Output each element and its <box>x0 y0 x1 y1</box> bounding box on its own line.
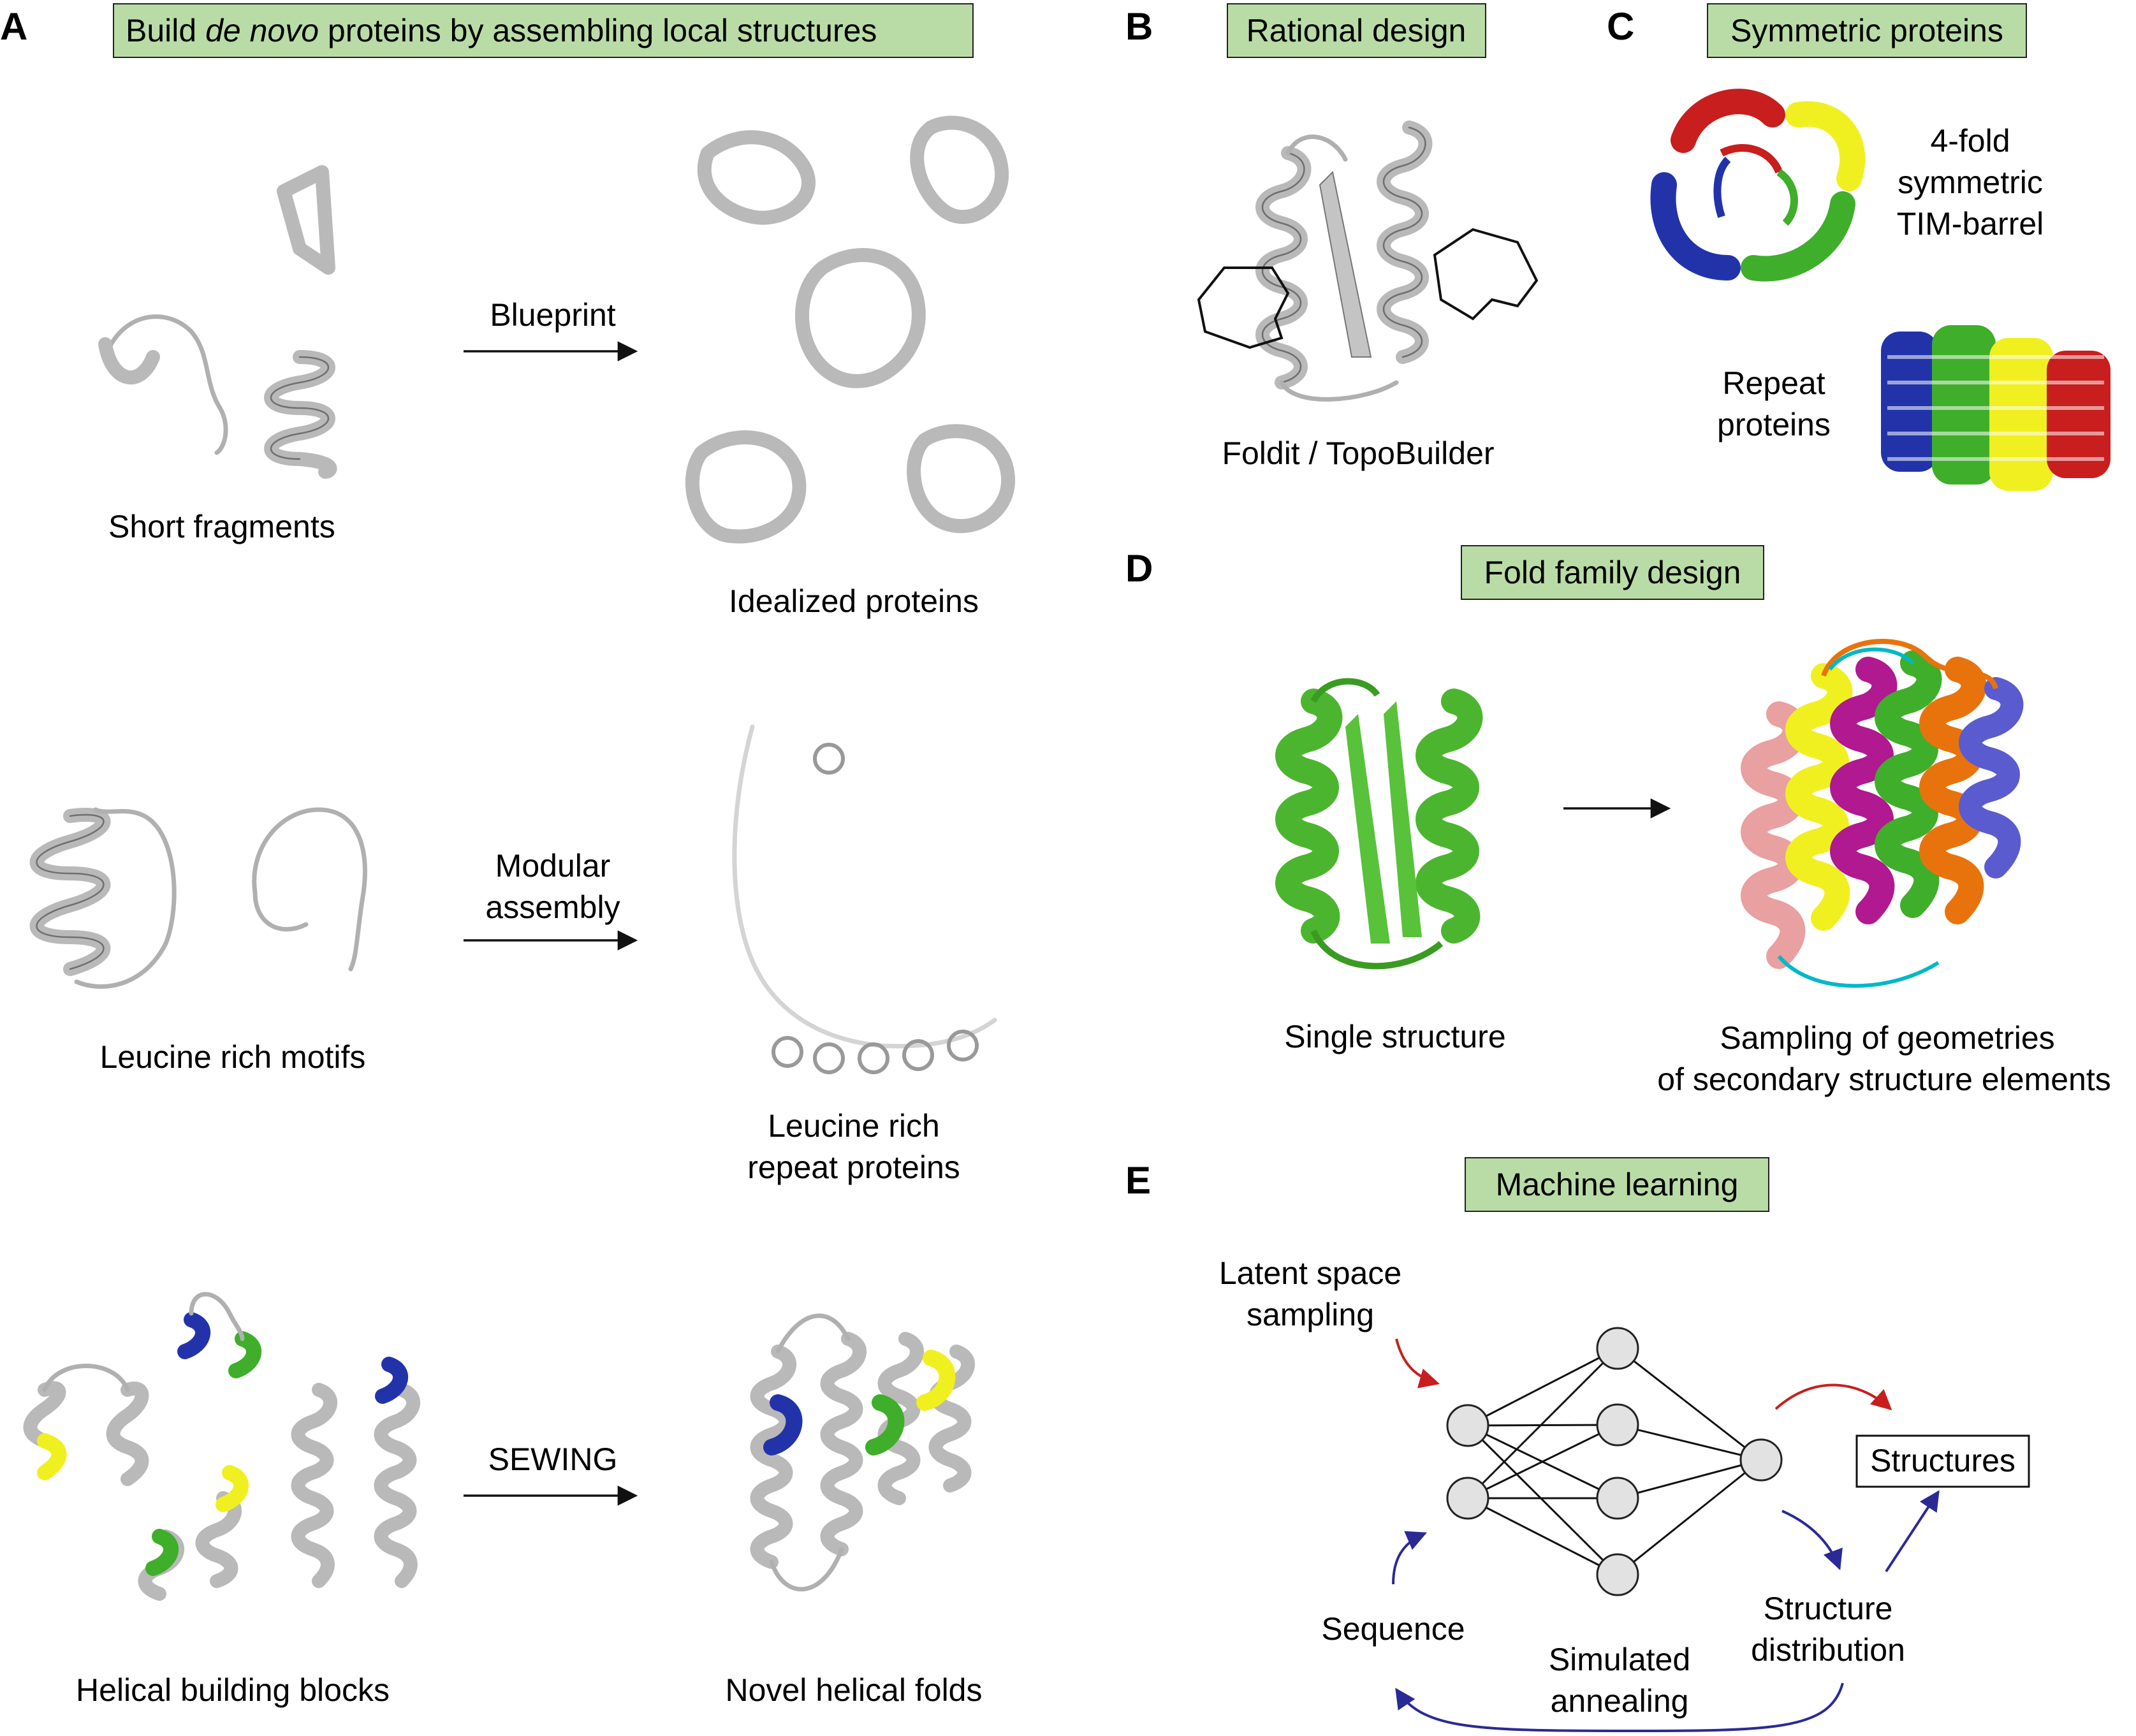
modular-label-line2: assembly <box>485 889 620 925</box>
tim-barrel-label-line1: 4-fold <box>1930 123 2010 159</box>
input-node-2 <box>1446 1477 1489 1520</box>
leucine-rich-repeat-label-line2: repeat proteins <box>747 1149 960 1185</box>
output-to-distribution-arrow <box>1781 1510 1843 1570</box>
output-to-structures-arrow <box>1774 1383 1892 1411</box>
structure-distribution-label-line2: distribution <box>1751 1632 1905 1668</box>
repeat-proteins-illustration <box>1881 325 2110 491</box>
latent-space-label-line1: Latent space <box>1219 1255 1401 1291</box>
leucine-rich-repeat-label-line1: Leucine rich <box>768 1108 940 1144</box>
blueprint-label: Blueprint <box>490 297 615 333</box>
helical-building-blocks-illustration <box>23 1292 421 1601</box>
short-fragments-illustration <box>98 165 337 479</box>
simulated-annealing-label-line2: annealing <box>1551 1683 1689 1719</box>
sequence-label: Sequence <box>1321 1611 1465 1647</box>
sampled-geometries-label-line2: of secondary structure elements <box>1657 1061 2110 1097</box>
idealized-proteins-label: Idealized proteins <box>729 583 979 619</box>
repeat-proteins-label-line1: Repeat <box>1722 365 1825 401</box>
panel-d-letter: D <box>1125 547 1153 590</box>
panel-e-title: Machine learning <box>1496 1167 1739 1202</box>
panel-c-title-box <box>1707 3 2027 58</box>
neural-network <box>1446 1327 1783 1596</box>
tim-barrel-label-line2: symmetric <box>1898 164 2043 200</box>
sewing-label: SEWING <box>488 1441 618 1477</box>
single-structure-label: Single structure <box>1284 1019 1505 1054</box>
panel-b-title: Rational design <box>1247 13 1467 48</box>
panel-d: D Fold family design Single structure Sa… <box>1125 545 2111 1097</box>
input-node-1 <box>1446 1404 1489 1447</box>
hidden-node-2 <box>1596 1403 1639 1447</box>
sampled-geometries-label-line1: Sampling of geometries <box>1720 1020 2054 1056</box>
tim-barrel-label-line3: TIM-barrel <box>1897 206 2044 242</box>
structures-box <box>1855 1434 2030 1488</box>
simulated-annealing-arrow <box>1395 1682 1844 1733</box>
simulated-annealing-label-line1: Simulated <box>1549 1642 1690 1677</box>
leucine-rich-motifs-illustration <box>29 807 367 989</box>
latent-input-arrow <box>1395 1338 1440 1389</box>
short-fragments-label: Short fragments <box>108 509 335 544</box>
tim-barrel-illustration <box>1650 89 1866 282</box>
repeat-proteins-label-line2: proteins <box>1717 407 1831 442</box>
sequence-to-network-arrow <box>1392 1531 1427 1585</box>
structures-label: Structures <box>1870 1443 2015 1478</box>
panel-a: A Build de novo proteins by assembling l… <box>0 3 1016 1708</box>
panel-d-title-box <box>1461 545 1764 600</box>
panel-c-letter: C <box>1607 5 1634 48</box>
output-node <box>1739 1438 1783 1482</box>
novel-helical-folds-illustration <box>750 1313 976 1592</box>
helical-building-blocks-label: Helical building blocks <box>76 1672 390 1708</box>
panel-a-title-start: Build <box>126 13 205 48</box>
panel-b: B Rational design Foldit / TopoBuilder <box>1125 3 1539 471</box>
panel-a-title: Build de novo proteins by assembling loc… <box>126 13 877 48</box>
panel-b-title-box <box>1227 3 1486 58</box>
foldit-topobuilder-label: Foldit / TopoBuilder <box>1222 435 1494 471</box>
panel-a-title-italic: de novo <box>205 13 319 48</box>
panel-e-title-box <box>1465 1157 1769 1212</box>
modular-label-line1: Modular <box>495 848 611 884</box>
single-structure-illustration <box>1275 678 1483 970</box>
sampled-geometries-illustration <box>1741 639 2024 988</box>
foldit-topobuilder-illustration <box>1197 120 1539 402</box>
panel-e-letter: E <box>1125 1159 1151 1202</box>
panel-a-letter: A <box>0 5 27 48</box>
hidden-node-1 <box>1596 1327 1639 1370</box>
leucine-rich-motifs-label: Leucine rich motifs <box>100 1039 366 1075</box>
leucine-rich-repeat-illustration <box>732 724 997 1074</box>
latent-space-label-line2: sampling <box>1247 1297 1374 1332</box>
panel-c: C Symmetric proteins 4-fold symmetric TI… <box>1607 3 2110 491</box>
distribution-to-structures-arrow <box>1885 1490 1940 1573</box>
structure-distribution-label-line1: Structure <box>1764 1591 1893 1626</box>
panel-e: E Machine learning Latent space sampling <box>1125 1157 2030 1733</box>
panel-b-letter: B <box>1125 5 1153 48</box>
panel-c-title: Symmetric proteins <box>1730 13 2003 48</box>
novel-helical-folds-label: Novel helical folds <box>726 1672 983 1708</box>
network-edges <box>1467 1347 1762 1576</box>
panel-a-title-end: proteins by assembling local structures <box>319 13 877 48</box>
idealized-proteins-illustration <box>685 115 1016 544</box>
panel-d-title: Fold family design <box>1484 555 1741 590</box>
panel-a-title-box <box>113 3 974 58</box>
hidden-node-4 <box>1596 1553 1639 1596</box>
hidden-node-3 <box>1596 1477 1639 1520</box>
